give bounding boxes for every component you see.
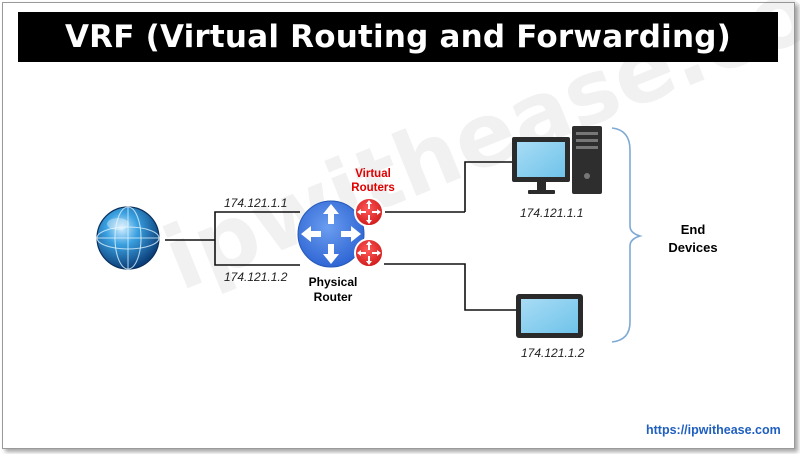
lower-link bbox=[214, 240, 300, 266]
router-icon bbox=[297, 200, 365, 268]
virtual-router-icon bbox=[354, 197, 384, 227]
virtual-routers-label: Virtual Routers bbox=[351, 168, 395, 194]
end-devices-bracket bbox=[611, 127, 643, 343]
page-title: VRF (Virtual Routing and Forwarding) bbox=[64, 19, 732, 55]
physical-router-label: Physical Router bbox=[308, 275, 358, 304]
end-devices-label: End Devices bbox=[668, 222, 718, 255]
desktop-computer-icon bbox=[512, 126, 602, 194]
connection-lines bbox=[165, 161, 516, 311]
virtual-router-icon bbox=[354, 238, 384, 268]
desktop-ip: 174.121.1.1 bbox=[520, 206, 584, 220]
laptop-link bbox=[384, 263, 516, 311]
globe-icon bbox=[96, 206, 160, 270]
desktop-link-up bbox=[464, 161, 512, 212]
upper-link bbox=[214, 211, 300, 240]
lower-link-ip: 174.121.1.2 bbox=[224, 270, 288, 284]
title-bar: VRF (Virtual Routing and Forwarding) bbox=[18, 12, 778, 62]
upper-link-ip: 174.121.1.1 bbox=[224, 196, 288, 210]
laptop-icon bbox=[516, 294, 583, 338]
laptop-ip: 174.121.1.2 bbox=[521, 346, 585, 360]
site-link[interactable]: https://ipwithease.com bbox=[646, 423, 781, 437]
